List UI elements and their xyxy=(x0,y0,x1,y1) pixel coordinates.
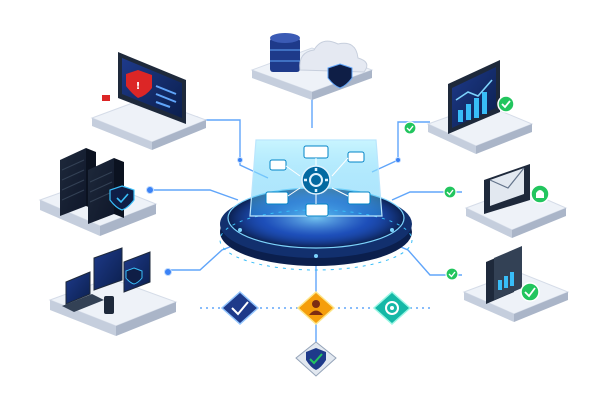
hub-rim-lights xyxy=(238,228,394,258)
gear-icon xyxy=(385,301,399,315)
shield-check-icon xyxy=(109,185,135,211)
analytics-link-check-icon xyxy=(403,121,417,135)
shield-icon xyxy=(327,63,353,89)
central-hub xyxy=(219,139,413,271)
laptop-icon xyxy=(62,271,104,312)
alert-indicator xyxy=(102,95,110,101)
link-server-rack xyxy=(150,189,239,201)
settings-badge xyxy=(372,290,412,326)
check-circle-icon xyxy=(497,95,515,113)
document-icon xyxy=(486,246,522,304)
database-icon xyxy=(270,33,300,72)
verified-badge xyxy=(295,341,337,377)
envelope-icon xyxy=(489,167,525,206)
reports-node xyxy=(462,246,570,322)
analytics-node xyxy=(426,60,534,154)
svg-text:!: ! xyxy=(136,81,141,92)
workstations-node xyxy=(48,247,178,336)
workflow-diagram-icon xyxy=(265,145,371,217)
device-shield-icon xyxy=(125,267,143,285)
email-link-check-icon xyxy=(443,185,457,199)
user-icon xyxy=(309,300,323,315)
cloud-icon xyxy=(299,40,368,73)
shield-check-badge-icon xyxy=(306,348,326,370)
server-rack-node xyxy=(38,148,158,236)
cloud-storage-node xyxy=(250,33,374,100)
phone-icon xyxy=(104,296,114,314)
link-analytics xyxy=(371,121,430,173)
security-alert-node: ! xyxy=(90,52,208,150)
email-notification-node xyxy=(464,164,568,238)
user-badge xyxy=(296,290,336,326)
shield-alert-icon: ! xyxy=(126,70,152,98)
bell-icon xyxy=(530,184,550,204)
workflow-links xyxy=(285,157,349,204)
approval-badge xyxy=(220,290,260,326)
bar-chart-icon xyxy=(458,92,487,122)
report-check-icon xyxy=(520,282,540,302)
hub-gear-icon xyxy=(301,165,331,195)
reports-link-check-icon xyxy=(445,267,459,281)
checkmark-icon xyxy=(231,301,249,316)
